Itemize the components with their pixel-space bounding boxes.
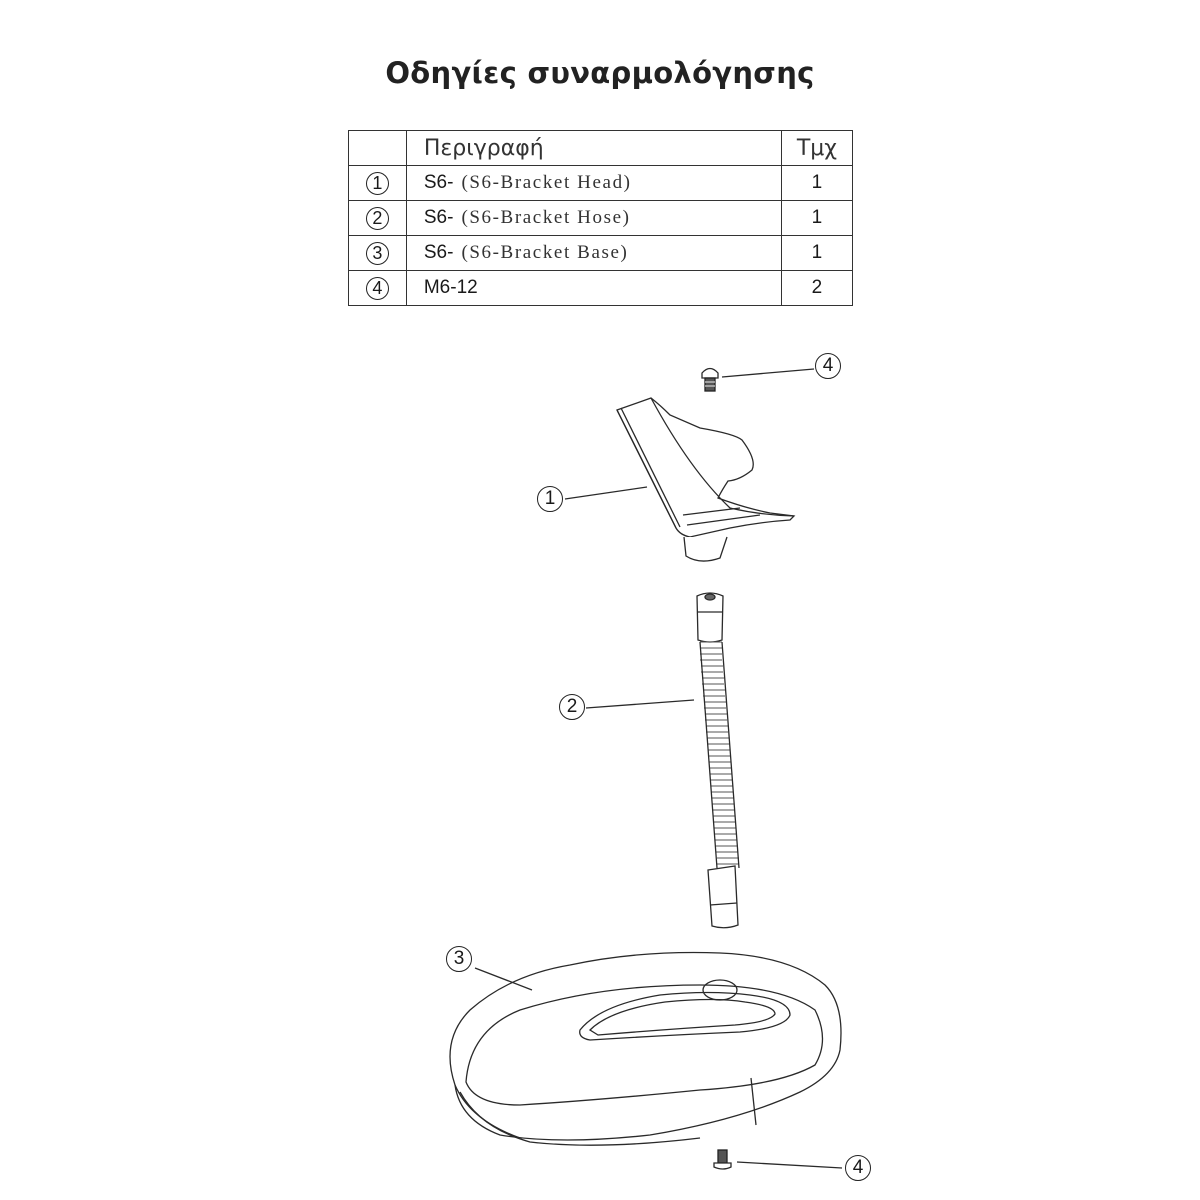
bracket-hose-icon xyxy=(696,592,740,929)
part-number-badge: 2 xyxy=(365,206,389,230)
part-quantity: 1 xyxy=(780,165,854,201)
part-number-badge: 1 xyxy=(365,171,389,195)
bracket-base-icon xyxy=(449,951,842,1146)
table-row: 3 S6- (S6-Bracket Base) 1 xyxy=(348,235,854,271)
header-quantity: Τμχ xyxy=(780,130,854,166)
parts-table: Περιγραφή Τμχ 1 S6- (S6-Bracket Head) 1 2… xyxy=(348,130,854,306)
callout-bracket-hose: 2 xyxy=(559,694,585,720)
leader-line xyxy=(721,368,815,378)
part-quantity: 1 xyxy=(780,200,854,236)
screw-bottom-icon xyxy=(713,1149,732,1170)
leader-line xyxy=(585,699,695,709)
bracket-head-icon xyxy=(616,397,796,562)
callout-screw-bottom: 4 xyxy=(845,1155,871,1181)
part-number-badge: 3 xyxy=(365,241,389,265)
screw-top-icon xyxy=(701,367,719,392)
leader-line xyxy=(736,1161,843,1169)
page-title: Οδηγίες συναρμολόγησης xyxy=(385,56,815,90)
header-description: Περιγραφή xyxy=(405,130,782,166)
part-name: (S6-Bracket Base) xyxy=(461,242,629,263)
callout-screw-top: 4 xyxy=(815,353,841,379)
part-quantity: 1 xyxy=(780,235,854,271)
part-code: M6-12 xyxy=(423,277,478,298)
part-name: (S6-Bracket Head) xyxy=(461,172,632,193)
part-name: (S6-Bracket Hose) xyxy=(461,207,631,228)
table-row: 4 M6-12 2 xyxy=(348,270,854,306)
leader-line xyxy=(474,967,533,991)
table-header-row: Περιγραφή Τμχ xyxy=(348,130,854,166)
part-number-badge: 4 xyxy=(365,276,389,300)
leader-line xyxy=(564,486,648,500)
callout-bracket-head: 1 xyxy=(537,486,563,512)
header-number xyxy=(348,130,407,166)
table-row: 2 S6- (S6-Bracket Hose) 1 xyxy=(348,200,854,236)
part-code: S6- xyxy=(423,242,454,263)
part-quantity: 2 xyxy=(780,270,854,306)
part-code: S6- xyxy=(423,207,454,228)
part-code: S6- xyxy=(423,172,454,193)
callout-bracket-base: 3 xyxy=(446,946,472,972)
